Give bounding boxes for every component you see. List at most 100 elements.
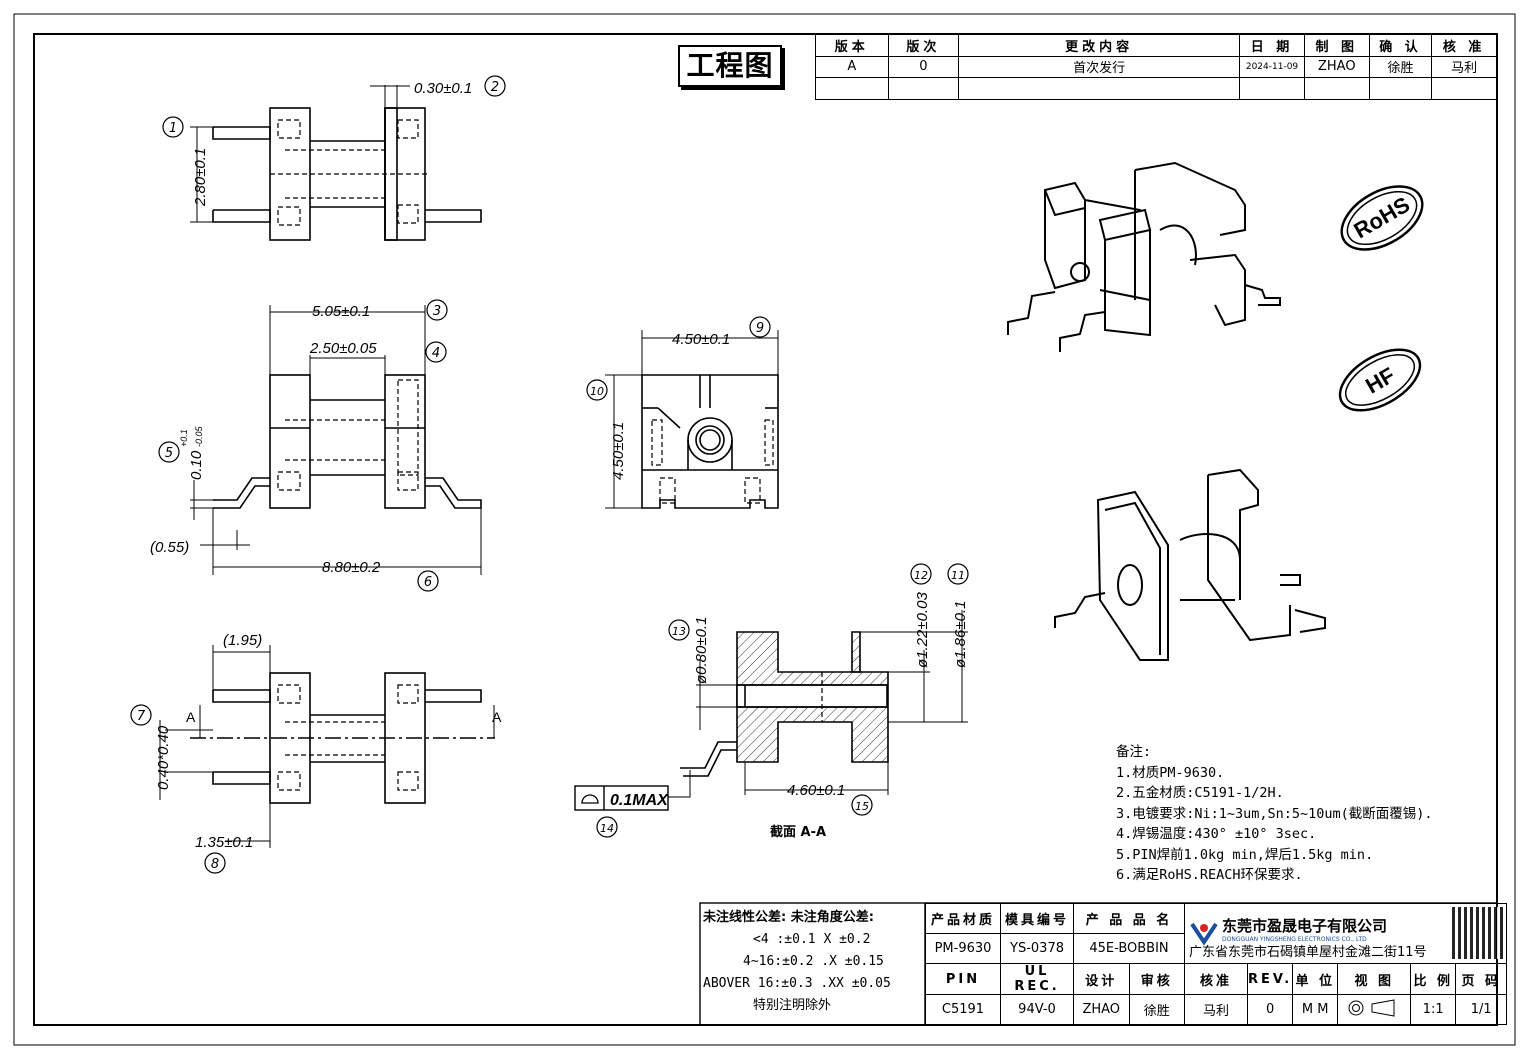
balloon-8: 8 xyxy=(211,857,219,872)
dim-outer-diameter: ø1.86±0.1 xyxy=(952,601,969,668)
balloon-5: 5 xyxy=(165,446,173,461)
note-item: 6.满足RoHS.REACH环保要求. xyxy=(1116,867,1303,883)
revision-table: 版本 版次 更改内容 日 期 制 图 确 认 核 准 A 0 首次发行 2024… xyxy=(815,34,1497,100)
company-name-en: DONGGUAN YINGSHENG ELECTRONICS CO., LTD xyxy=(1222,936,1367,943)
rev-header-confirm: 确 认 xyxy=(1368,34,1433,57)
balloon-9: 9 xyxy=(756,321,764,336)
tb-mold: YS-0378 xyxy=(1000,933,1074,964)
balloon-15: 15 xyxy=(855,800,869,813)
tolerance-row: 4~16:±0.2 .X ±0.15 xyxy=(743,954,884,969)
tb-h-mold: 模具编号 xyxy=(1000,903,1074,934)
tb-review: 徐胜 xyxy=(1128,994,1185,1025)
tb-h-scale: 比 例 xyxy=(1410,963,1457,995)
tb-page: 1/1 xyxy=(1455,994,1508,1025)
tb-scale: 1:1 xyxy=(1410,994,1457,1025)
rev-change: 首次发行 xyxy=(958,55,1241,79)
balloon-7: 7 xyxy=(137,709,146,724)
tb-h-approve: 核准 xyxy=(1184,963,1248,995)
notes-heading: 备注: xyxy=(1116,744,1152,760)
note-item: 2.五金材质:C5191-1/2H. xyxy=(1116,785,1284,801)
rev-header-drawn: 制 图 xyxy=(1303,34,1370,57)
tb-unit: M M xyxy=(1292,994,1339,1025)
dim-standoff-upper: +0.1 xyxy=(179,429,189,447)
tb-rev: 0 xyxy=(1246,994,1294,1025)
balloon-circles xyxy=(130,75,969,874)
top-view xyxy=(190,85,482,241)
tolerance-row: <4 :±0.1 X ±0.2 xyxy=(753,932,871,947)
rev-header-date: 日 期 xyxy=(1239,34,1305,57)
balloon-14: 14 xyxy=(600,822,614,835)
rev-header-version: 版本 xyxy=(815,34,889,57)
balloon-3: 3 xyxy=(433,304,441,319)
tb-h-name: 产 品 品 名 xyxy=(1073,903,1185,934)
balloon-12: 12 xyxy=(914,569,928,582)
balloon-2: 2 xyxy=(491,80,499,95)
dim-standoff-lower: -0.05 xyxy=(194,425,204,447)
section-label: 截面 A-A xyxy=(770,824,826,840)
tb-view xyxy=(1337,994,1412,1025)
outer-frame xyxy=(13,13,1516,1046)
tb-h-page: 页 码 xyxy=(1455,963,1508,995)
side-view xyxy=(605,330,779,509)
rev-header-edition: 版次 xyxy=(887,34,960,57)
isometric-view-2 xyxy=(1054,468,1326,661)
rev-header-approve: 核 准 xyxy=(1431,34,1497,57)
tb-material: PM-9630 xyxy=(925,933,1001,964)
rev-confirm: 徐胜 xyxy=(1368,55,1433,79)
dim-flange-width: 4.50±0.1 xyxy=(672,331,730,348)
tolerance-block: 未注线性公差: 未注角度公差: <4 :±0.1 X ±0.2 4~16:±0.… xyxy=(703,907,925,1017)
rohs-stamp xyxy=(1340,185,1424,251)
company-name: 东莞市盈晟电子有限公司 xyxy=(1222,917,1388,935)
dim-winding-width: 2.50±0.05 xyxy=(309,340,377,357)
tb-design: ZHAO xyxy=(1073,994,1130,1025)
hf-stamp xyxy=(1338,348,1422,412)
tb-h-design: 设计 xyxy=(1073,963,1130,995)
bottom-view xyxy=(159,645,495,848)
rev-edition: 0 xyxy=(887,55,960,79)
note-item: 5.PIN焊前1.0kg min,焊后1.5kg min. xyxy=(1116,846,1374,863)
balloon-10: 10 xyxy=(590,385,604,398)
title-block: 产品材质 模具编号 产 品 品 名 东莞市盈晟电子有限公司 DONGGUAN Y… xyxy=(925,903,1508,1025)
drawing-title: 工程图 xyxy=(678,45,782,87)
rev-drawn: ZHAO xyxy=(1303,55,1370,79)
rev-version: A xyxy=(815,55,889,79)
dim-pin-thickness: 0.30±0.1 xyxy=(414,80,472,97)
tb-h-material: 产品材质 xyxy=(925,903,1001,934)
dim-flange-height: 4.50±0.1 xyxy=(610,422,627,480)
tb-h-view: 视 图 xyxy=(1337,963,1412,995)
tb-ul: 94V-0 xyxy=(1000,994,1074,1025)
balloon-11: 11 xyxy=(951,569,965,582)
tb-h-review: 审核 xyxy=(1128,963,1185,995)
tb-h-pin: PIN xyxy=(925,963,1001,995)
balloon-6: 6 xyxy=(424,575,432,590)
dim-standoff: 0.10 xyxy=(188,450,205,480)
isometric-view-1 xyxy=(1007,161,1281,352)
rev-header-change: 更改内容 xyxy=(958,34,1241,57)
flatness-value: 0.1MAX xyxy=(610,792,669,809)
tb-name: 45E-BOBBIN xyxy=(1073,933,1185,964)
section-mark-right: A xyxy=(492,709,502,725)
dim-pin-pitch: 2.80±0.1 xyxy=(192,148,209,207)
balloon-13: 13 xyxy=(672,625,686,638)
dim-overall-length: 5.05±0.1 xyxy=(312,303,370,320)
rev-date: 2024-11-09 xyxy=(1239,55,1305,79)
dim-section-length: 4.60±0.1 xyxy=(787,782,845,799)
tb-pin: C5191 xyxy=(925,994,1001,1025)
section-view xyxy=(574,610,968,811)
dim-pin-offset: (1.95) xyxy=(223,632,262,649)
projection-symbol-icon xyxy=(1348,998,1395,1017)
tolerance-footer: 特别注明除外 xyxy=(753,998,832,1013)
dim-inner-diameter: ø1.22±0.03 xyxy=(914,592,931,668)
balloon-1: 1 xyxy=(169,121,177,136)
qr-code-icon xyxy=(1452,907,1505,959)
dim-bore-diameter: ø0.80±0.1 xyxy=(693,617,710,684)
note-item: 1.材质PM-9630. xyxy=(1116,764,1225,781)
company-logo-icon xyxy=(1190,922,1218,946)
rev-approve: 马利 xyxy=(1431,55,1497,79)
tolerance-row: ABOVER 16:±0.3 .XX ±0.05 xyxy=(703,976,891,991)
front-view xyxy=(190,305,482,575)
company-address: 广东省东莞市石碣镇单屋村金滩二街11号 xyxy=(1189,945,1427,960)
tolerance-heading: 未注线性公差: 未注角度公差: xyxy=(703,910,874,925)
tb-h-unit: 单 位 xyxy=(1292,963,1339,995)
